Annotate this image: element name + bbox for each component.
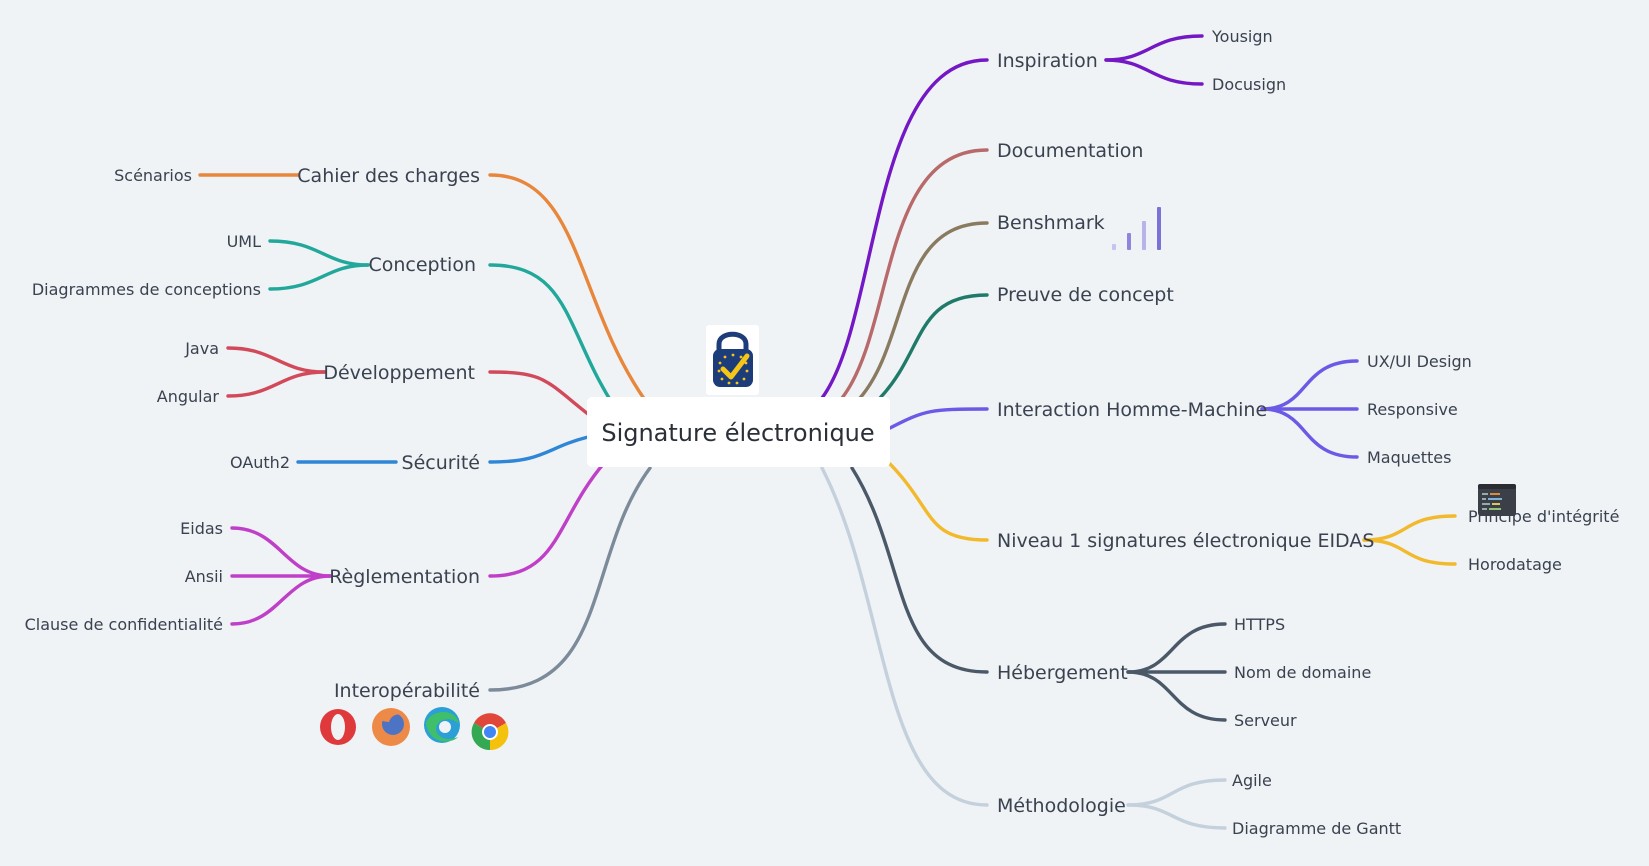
leaf-oauth2[interactable]: OAuth2 xyxy=(230,453,290,472)
link-niveau1 xyxy=(888,462,989,542)
link-gantt xyxy=(1126,803,1227,830)
link-clause xyxy=(230,574,332,626)
leaf-https[interactable]: HTTPS xyxy=(1234,615,1285,634)
firefox-icon xyxy=(372,708,410,746)
leaf-ansii[interactable]: Ansii xyxy=(185,567,223,586)
link-securite xyxy=(488,435,590,464)
link-java xyxy=(226,346,327,374)
leaf-clause-confidentialite[interactable]: Clause de confidentialité xyxy=(25,615,223,634)
branch-cahier[interactable]: Cahier des charges xyxy=(297,165,480,187)
branch-developpement[interactable]: Développement xyxy=(323,362,475,384)
link-uml xyxy=(268,239,370,267)
opera-icon xyxy=(320,709,356,745)
link-yousign xyxy=(1104,34,1204,62)
link-methodologie xyxy=(820,466,989,807)
link-interoperabilite xyxy=(488,466,652,692)
link-preuve xyxy=(878,293,989,400)
branch-ihm[interactable]: Interaction Homme-Machine xyxy=(997,399,1267,421)
root-node[interactable]: Signature électronique xyxy=(587,397,890,467)
leaf-eidas[interactable]: Eidas xyxy=(180,519,223,538)
edge-icon xyxy=(424,707,460,743)
link-agile xyxy=(1126,778,1227,807)
link-developpement xyxy=(488,370,590,416)
leaf-agile[interactable]: Agile xyxy=(1232,771,1272,790)
link-horodatage xyxy=(1362,538,1457,566)
link-documentation xyxy=(840,148,989,400)
branch-preuve-concept[interactable]: Preuve de concept xyxy=(997,284,1174,306)
eu-trust-lock-icon xyxy=(706,325,759,395)
branch-documentation[interactable]: Documentation xyxy=(997,140,1143,162)
branch-inspiration[interactable]: Inspiration xyxy=(997,50,1098,72)
leaf-uml[interactable]: UML xyxy=(227,232,262,251)
leaf-uxui-design[interactable]: UX/UI Design xyxy=(1367,352,1472,371)
leaf-horodatage[interactable]: Horodatage xyxy=(1468,555,1562,574)
link-inspiration xyxy=(820,58,989,400)
leaf-diagramme-gantt[interactable]: Diagramme de Gantt xyxy=(1232,819,1401,838)
leaf-yousign[interactable]: Yousign xyxy=(1211,27,1273,46)
branch-reglementation[interactable]: Règlementation xyxy=(329,566,480,588)
link-angular xyxy=(226,370,327,398)
link-hebergement xyxy=(850,466,989,674)
branch-methodologie[interactable]: Méthodologie xyxy=(997,795,1126,817)
link-cahier xyxy=(488,173,647,402)
link-uxui xyxy=(1260,359,1359,411)
links xyxy=(198,34,1457,830)
root-box xyxy=(587,397,890,467)
link-docusign xyxy=(1104,58,1204,86)
link-ihm xyxy=(888,407,989,430)
branch-interoperabilite[interactable]: Interopérabilité xyxy=(334,680,480,702)
code-window-icon xyxy=(1478,484,1516,516)
leaf-docusign[interactable]: Docusign xyxy=(1212,75,1286,94)
branch-hebergement[interactable]: Hébergement xyxy=(997,662,1128,684)
link-benshmark xyxy=(858,221,989,400)
link-conception xyxy=(488,263,616,408)
link-serveur xyxy=(1126,670,1227,722)
branch-securite[interactable]: Sécurité xyxy=(402,452,480,474)
chrome-icon xyxy=(471,713,509,751)
link-maquettes xyxy=(1260,407,1359,459)
leaf-java[interactable]: Java xyxy=(184,339,219,358)
leaf-serveur[interactable]: Serveur xyxy=(1234,711,1297,730)
link-integrite xyxy=(1362,514,1457,542)
branch-conception[interactable]: Conception xyxy=(368,254,476,276)
link-diagrammes xyxy=(268,263,370,291)
leaf-scenarios[interactable]: Scénarios xyxy=(114,166,192,185)
link-https xyxy=(1126,622,1227,674)
leaf-angular[interactable]: Angular xyxy=(157,387,220,406)
link-reglementation xyxy=(488,460,607,578)
branch-benshmark[interactable]: Benshmark xyxy=(997,212,1105,234)
leaf-nom-domaine[interactable]: Nom de domaine xyxy=(1234,663,1371,682)
root-title: Signature électronique xyxy=(601,419,874,447)
leaf-diagrammes-conceptions[interactable]: Diagrammes de conceptions xyxy=(32,280,261,299)
leaf-maquettes[interactable]: Maquettes xyxy=(1367,448,1451,467)
leaf-responsive[interactable]: Responsive xyxy=(1367,400,1458,419)
link-eidas xyxy=(230,526,332,578)
branch-niveau1-eidas[interactable]: Niveau 1 signatures électronique EIDAS xyxy=(997,530,1374,552)
bar-chart-icon xyxy=(1112,207,1161,250)
